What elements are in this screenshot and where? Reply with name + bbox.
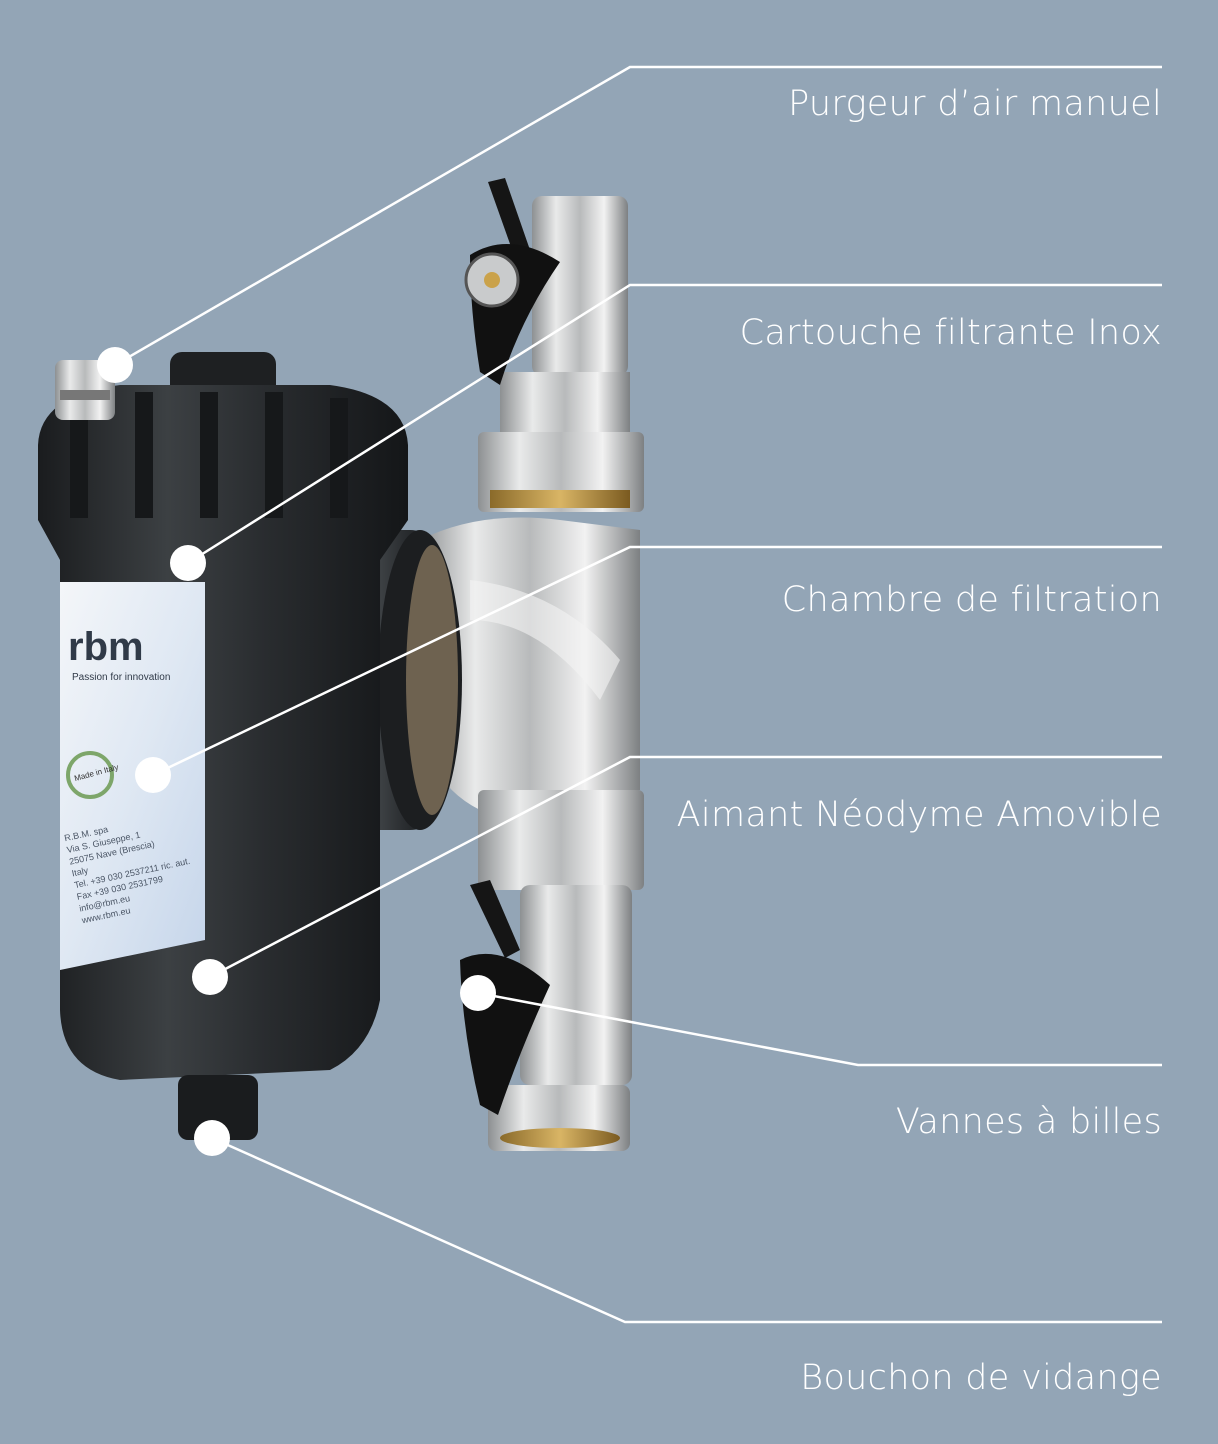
leader-line-drain [211,1136,1162,1324]
leader-lines [114,65,1162,1324]
filter-body [38,352,462,1140]
leader-line-ball-valves [477,991,1162,1067]
brand-tagline: Passion for innovation [72,672,170,683]
leader-line-cartridge [187,283,1162,565]
callout-label-ball-valves: Vannes à billes [895,1102,1162,1142]
dot-air-vent [97,347,133,383]
leader-line-chamber [152,545,1162,777]
callout-label-magnet: Aimant Néodyme Amovible [676,795,1162,835]
leader-line-magnet [209,755,1162,979]
callout-label-air-vent: Purgeur d’air manuel [788,84,1162,124]
dot-cartridge [170,545,206,581]
dot-chamber [135,757,171,793]
brand-logo: rbm [68,625,144,669]
callout-label-drain: Bouchon de vidange [800,1358,1162,1398]
dot-drain [194,1120,230,1156]
callout-label-chamber: Chambre de filtration [781,580,1162,620]
callout-dots [97,347,496,1156]
air-vent [55,360,115,420]
callout-label-cartridge: Cartouche filtrante Inox [739,313,1162,353]
made-in-italy-seal [66,751,114,799]
address-line: Italy [71,865,90,878]
leader-line-air-vent [114,65,1162,367]
dot-ball-valves [460,975,496,1011]
dot-magnet [192,959,228,995]
